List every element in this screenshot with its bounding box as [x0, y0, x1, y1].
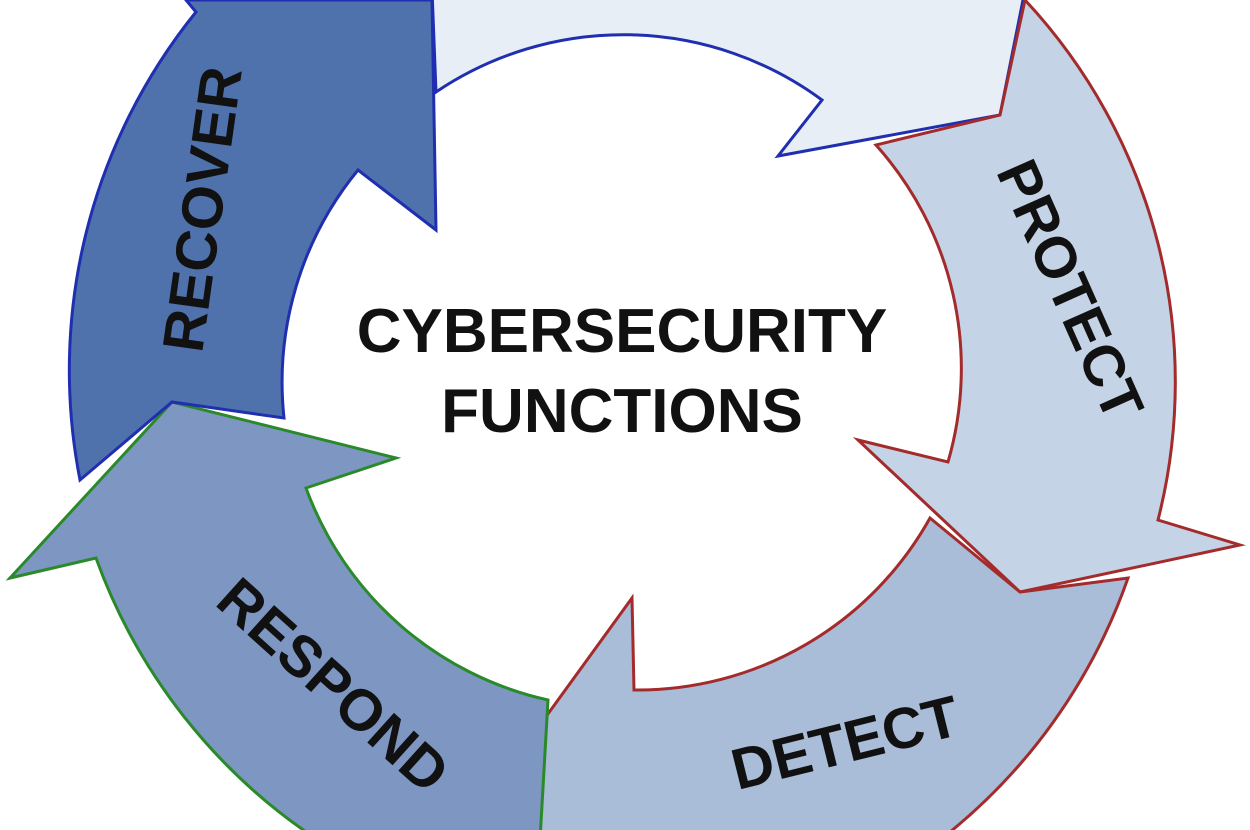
cycle-arrows — [5, 0, 1246, 830]
center-title-line2: FUNCTIONS — [441, 377, 803, 446]
center-title: CYBERSECURITY FUNCTIONS — [357, 297, 888, 446]
center-title-line1: CYBERSECURITY — [357, 297, 888, 366]
identify-arrow — [430, 0, 1025, 159]
respond-arrow — [5, 400, 550, 830]
recover-arrow — [67, 0, 438, 483]
protect-arrow — [852, 0, 1246, 594]
detect-arrow — [498, 515, 1131, 830]
